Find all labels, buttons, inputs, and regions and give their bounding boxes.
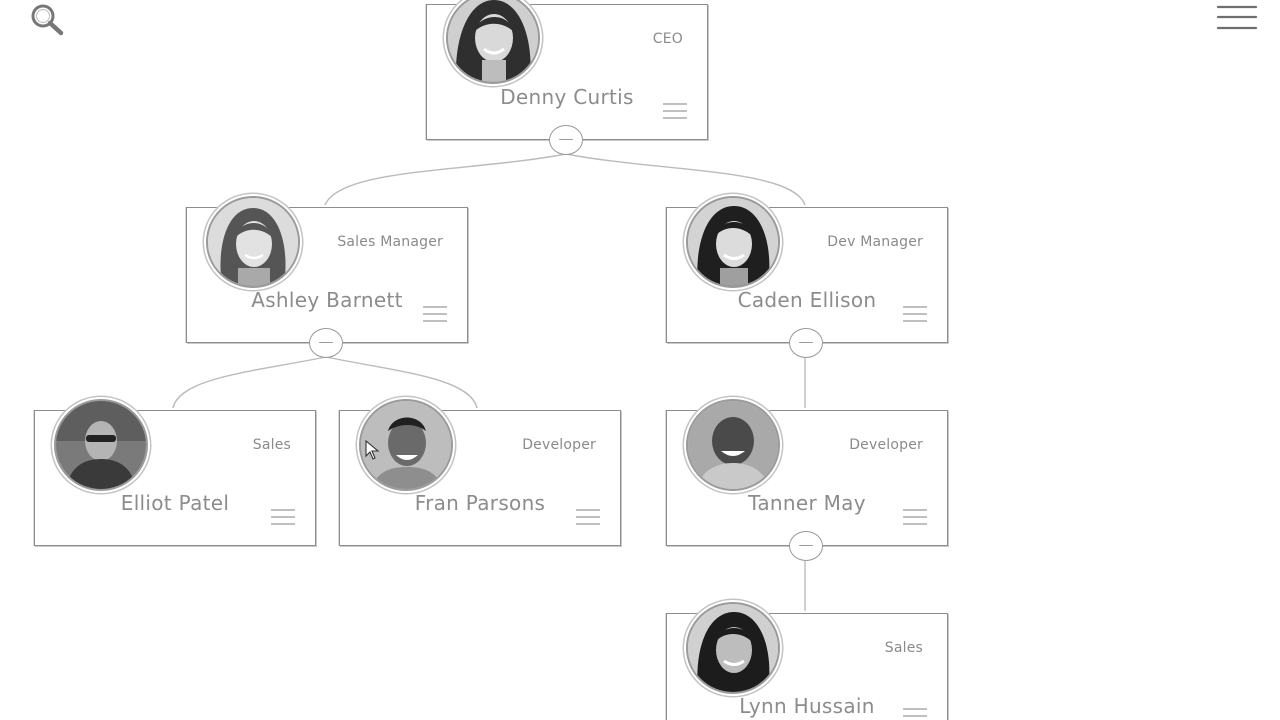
employee-card-tanner[interactable]: Developer Tanner May	[666, 410, 948, 546]
search-icon	[31, 4, 64, 36]
card-menu-button[interactable]	[899, 704, 931, 720]
profile-photo	[688, 401, 778, 489]
employee-name: Denny Curtis	[500, 85, 634, 109]
employee-name: Tanner May	[748, 491, 866, 515]
card-menu-icon	[903, 306, 927, 322]
connector-denny-ashley	[324, 153, 567, 206]
collapse-toggle-ashley[interactable]	[309, 328, 343, 358]
card-menu-icon	[903, 708, 927, 717]
card-menu-button[interactable]	[267, 505, 299, 529]
avatar-caden	[686, 196, 780, 288]
search-button[interactable]	[28, 2, 68, 38]
card-menu-button[interactable]	[419, 302, 451, 326]
connector-denny-caden	[565, 153, 806, 206]
card-menu-button[interactable]	[572, 505, 604, 529]
employee-name: Elliot Patel	[120, 491, 230, 515]
avatar-lynn	[686, 602, 780, 694]
employee-name: Caden Ellison	[737, 288, 877, 312]
employee-role: CEO	[652, 31, 683, 47]
profile-photo	[208, 198, 298, 286]
card-menu-icon	[663, 103, 687, 119]
card-menu-button[interactable]	[899, 302, 931, 326]
employee-card-denny[interactable]: CEO Denny Curtis	[426, 4, 708, 140]
card-menu-icon	[271, 509, 295, 525]
avatar-ashley	[206, 196, 300, 288]
card-menu-icon	[423, 306, 447, 322]
profile-photo	[361, 401, 451, 489]
card-menu-icon	[576, 509, 600, 525]
avatar-elliot	[54, 399, 148, 491]
card-menu-button[interactable]	[899, 505, 931, 529]
employee-name: Fran Parsons	[414, 491, 546, 515]
employee-role: Developer	[849, 437, 923, 453]
connector-ashley-elliot	[172, 356, 327, 409]
employee-role: Sales Manager	[337, 234, 443, 250]
card-menu-button[interactable]	[659, 99, 691, 123]
employee-role: Sales	[884, 640, 923, 656]
profile-photo	[448, 0, 538, 82]
main-menu-button[interactable]	[1212, 2, 1262, 34]
hamburger-menu-icon	[1216, 5, 1258, 30]
employee-role: Developer	[522, 437, 596, 453]
profile-photo	[688, 198, 778, 286]
avatar-denny	[446, 0, 540, 84]
card-menu-icon	[903, 509, 927, 525]
mouse-cursor-icon	[365, 440, 380, 460]
collapse-toggle-denny[interactable]	[549, 125, 583, 155]
employee-name: Lynn Hussain	[739, 694, 875, 718]
avatar-fran	[359, 399, 453, 491]
profile-photo	[688, 604, 778, 692]
avatar-tanner	[686, 399, 780, 491]
collapse-toggle-caden[interactable]	[789, 328, 823, 358]
collapse-toggle-tanner[interactable]	[789, 531, 823, 561]
employee-role: Dev Manager	[827, 234, 923, 250]
profile-photo	[56, 401, 146, 489]
employee-role: Sales	[252, 437, 291, 453]
employee-name: Ashley Barnett	[251, 288, 403, 312]
